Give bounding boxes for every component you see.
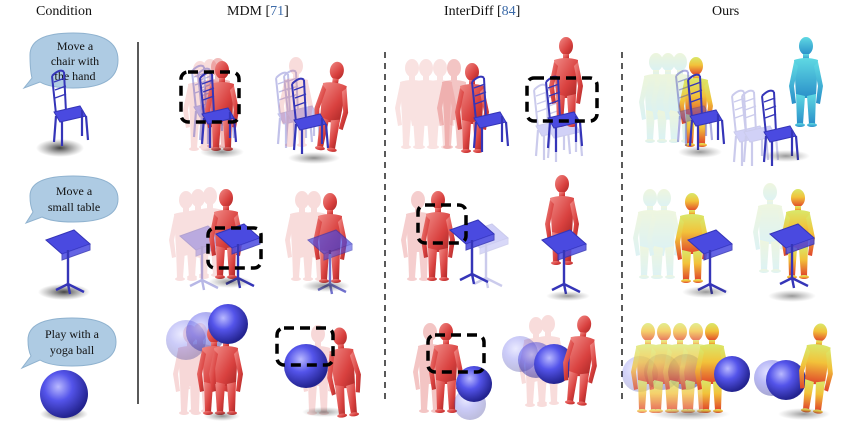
ours-row-2 bbox=[633, 183, 816, 302]
bubble-line: Move a bbox=[57, 39, 94, 53]
interdiff-row-2 bbox=[401, 175, 590, 301]
header-condition: Condition bbox=[36, 4, 93, 19]
bubble-line: chair with bbox=[51, 54, 99, 68]
interdiff-row-1 bbox=[395, 37, 599, 164]
table-object bbox=[44, 228, 92, 296]
mdm-row-2 bbox=[169, 187, 354, 296]
failure-box bbox=[206, 226, 263, 270]
condition-1: Move a chair with the hand bbox=[22, 32, 119, 157]
header-mdm: MDM [71] bbox=[227, 4, 289, 19]
bubble-line: small table bbox=[48, 200, 100, 214]
mdm-row-3 bbox=[166, 304, 366, 421]
bubble-line: Play with a bbox=[45, 327, 100, 341]
failure-box bbox=[525, 76, 599, 123]
interdiff-row-3 bbox=[413, 313, 603, 420]
bubble-line: Move a bbox=[56, 184, 93, 198]
condition-2: Move a small table bbox=[24, 175, 119, 300]
failure-box bbox=[426, 333, 486, 374]
header-ours: Ours bbox=[712, 4, 740, 19]
header-interdiff: InterDiff [84] bbox=[444, 4, 521, 19]
ours-row-1 bbox=[639, 37, 823, 168]
ours-row-3 bbox=[622, 321, 839, 420]
speech-bubble bbox=[20, 317, 117, 370]
speech-bubble bbox=[24, 175, 119, 224]
mdm-row-1 bbox=[179, 57, 355, 164]
failure-box bbox=[179, 70, 241, 124]
speech-bubble bbox=[22, 32, 119, 90]
ball-object bbox=[40, 370, 88, 418]
bubble-line: yoga ball bbox=[50, 343, 95, 357]
failure-box bbox=[416, 203, 468, 245]
failure-box bbox=[275, 326, 335, 367]
condition-3: Play with a yoga ball bbox=[20, 317, 117, 421]
